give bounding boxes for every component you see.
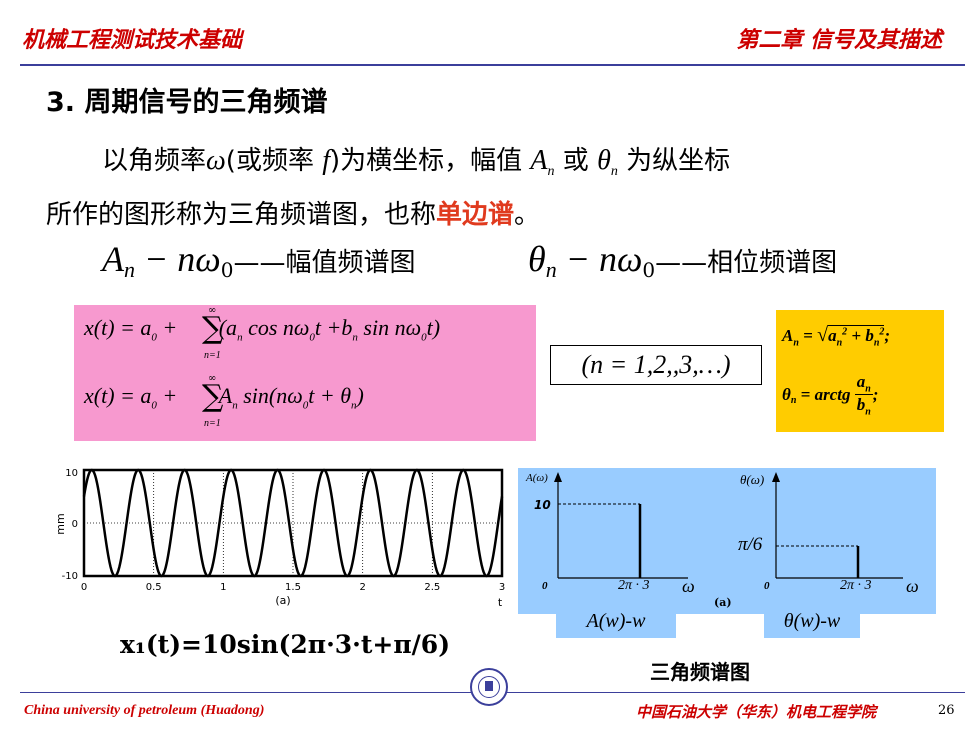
ytick-0: 0 (72, 519, 78, 530)
ytick-neg10: -10 (62, 571, 78, 582)
amplitude-spectrum-label-box: A(w)-w (556, 604, 676, 638)
sum-sign-2: ∑ (202, 379, 224, 414)
header-title-left: 机械工程测试技术基础 (22, 27, 243, 53)
amp-x-label: ω (682, 576, 695, 596)
phase-spectrum-definition: θn − nω0——相位频谱图 (528, 239, 838, 283)
paragraph-line-2: 所作的图形称为三角频谱图，也称单边谱。 (46, 200, 541, 230)
xtick-label: 0.5 (146, 582, 162, 593)
amp-origin-label: 0 (542, 580, 548, 592)
footer-right-text: 中国石油大学（华东）机电工程学院 (636, 703, 877, 721)
section-title: 3. 周期信号的三角频谱 (46, 87, 328, 118)
spectrum-panel-caption: (a) (714, 596, 732, 609)
y-axis-label: mm (54, 513, 67, 534)
signal-formula: x₁(t)=10sin(2π·3·t+π/6) (120, 630, 451, 659)
phase-y-arrow (772, 472, 780, 482)
n-range-box: (n = 1,2,,3,…) (550, 345, 762, 385)
paragraph-line-1: 以角频率ω(或频率 f)为横坐标，幅值 An 或 θn 为纵坐标 (102, 145, 731, 180)
sine-wave-line (82, 468, 504, 578)
xtick-label: 2.5 (424, 582, 440, 593)
amp-y-label: A(ω) (526, 472, 548, 484)
header-rule (20, 64, 965, 66)
xtick-label: 0 (81, 582, 87, 593)
phase-value-label: π/6 (738, 534, 763, 555)
amp-y-arrow (554, 472, 562, 482)
xtick-label: 1 (220, 582, 226, 593)
header-title-right: 第二章 信号及其描述 (736, 27, 942, 53)
sum-sign-1: ∑ (202, 311, 224, 346)
page-number: 26 (938, 703, 955, 718)
fourier-series-formula-box: x(t) = a0 + (an cos nω0t +bn sin nω0t) ∞… (74, 305, 536, 441)
plot-frame (82, 468, 504, 578)
xtick-label: 1.5 (285, 582, 301, 593)
spectrum-panel: A(ω) 10 0 2π · 3 ω θ(ω) π/6 0 2π · 3 ω (… (518, 468, 936, 614)
waveform-caption: (a) (275, 594, 290, 607)
sum-lower-1: n=1 (204, 350, 221, 361)
ytick-10: 10 (65, 468, 78, 479)
sum-upper-1: ∞ (208, 305, 217, 316)
xtick-label: 3 (499, 582, 505, 593)
amp-xtick-label: 2π · 3 (618, 578, 650, 593)
x-axis-label: t (498, 596, 503, 609)
amp-value-label: 10 (534, 498, 551, 512)
xtick-label: 2 (359, 582, 365, 593)
footer-left-text: China university of petroleum (Huadong) (24, 703, 265, 718)
sum-lower-2: n=1 (204, 418, 221, 429)
amplitude-relation: An = √an2 + bn2; (782, 324, 891, 349)
university-logo (470, 668, 508, 706)
phase-y-label: θ(ω) (740, 472, 765, 487)
phase-spectrum-label-box: θ(w)-w (764, 604, 860, 638)
spectrum-caption: 三角频谱图 (650, 660, 750, 684)
phase-xtick-label: 2π · 3 (840, 578, 872, 593)
fourier-formula-2: x(t) = a0 + An sin(nω0t + θn) (84, 383, 364, 412)
sum-upper-2: ∞ (208, 373, 217, 384)
waveform-plot: 10 0 -10 mm 0 0.5 1 1.5 2 2.5 3 (a) t (50, 462, 510, 612)
phase-origin-label: 0 (764, 580, 770, 592)
phase-x-label: ω (906, 576, 919, 596)
fourier-formula-1: x(t) = a0 + (an cos nω0t +bn sin nω0t) (84, 315, 441, 344)
single-side-spectrum-term: 单边谱 (436, 200, 515, 230)
amplitude-spectrum-definition: An − nω0——幅值频谱图 (102, 239, 416, 283)
waveform-svg: 10 0 -10 mm 0 0.5 1 1.5 2 2.5 3 (a) t (54, 468, 505, 609)
spectrum-svg (554, 472, 903, 579)
